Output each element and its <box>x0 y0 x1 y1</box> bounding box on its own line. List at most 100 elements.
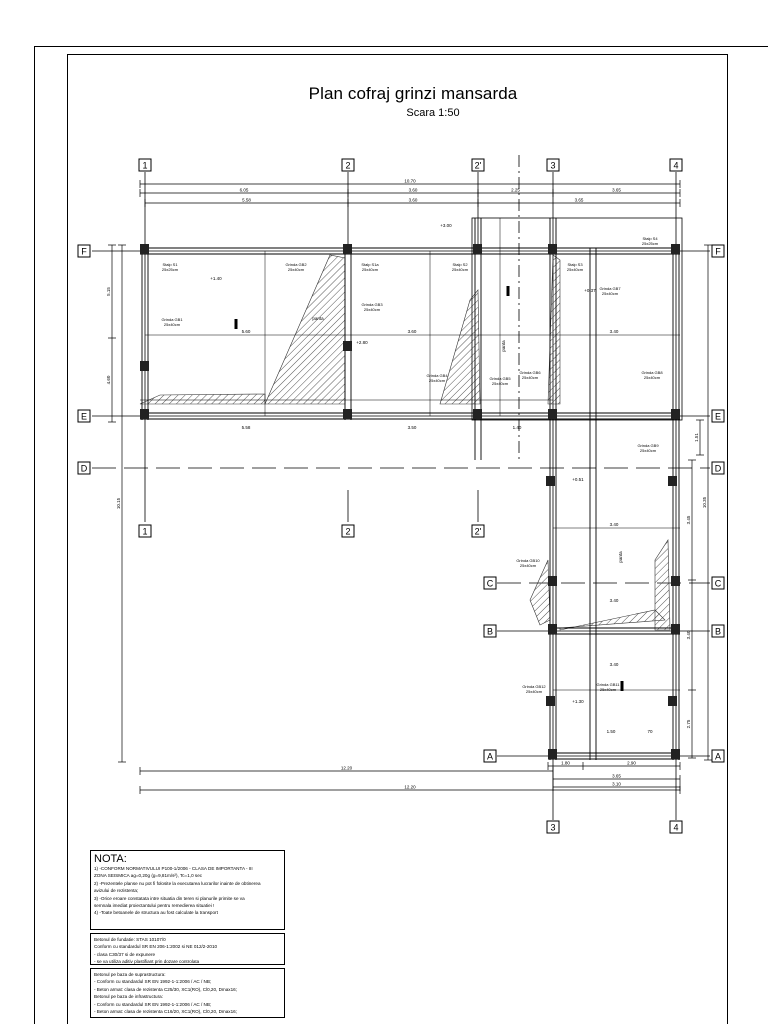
column-18 <box>546 696 555 706</box>
column-13 <box>671 624 680 634</box>
dim-bottom-b-label-0: 12.20 <box>404 785 416 790</box>
axis-mid-1: 2 <box>345 527 350 537</box>
note-line-1: ZONA SEISMICA ag=0,20g (g=9,81m/s²), Tc=… <box>94 872 281 879</box>
dim-right-lower-label-0: 10.35 <box>702 496 707 508</box>
box3-line-0: Betonul pe baza de suprastructura: <box>94 971 281 978</box>
dim-row2-label-1: 3.60 <box>409 198 418 203</box>
hatch-zone-6 <box>530 560 550 625</box>
beam-label-9-1: 25x40cm <box>520 563 537 568</box>
column-2 <box>473 244 482 254</box>
row-leftb-A: A <box>487 752 493 762</box>
e-dim-label-2: 1.40 <box>513 425 522 430</box>
column-12 <box>548 624 557 634</box>
box2-line-1: Conform cu standardul SR EN 206-1:2002 s… <box>94 943 281 950</box>
dim-row1-label-2: 2.25 <box>511 188 520 193</box>
row-right-B: B <box>715 627 721 637</box>
row-leftb-F: F <box>81 247 87 257</box>
column-10 <box>548 576 557 586</box>
row-leftb-B: B <box>487 627 493 637</box>
axis-mid-2: 2' <box>475 527 482 537</box>
axis-top-0: 1 <box>142 161 147 171</box>
opening-label-0: 1.50 <box>607 729 616 734</box>
column-20 <box>343 341 352 351</box>
axis-top-1: 2 <box>345 161 350 171</box>
column-5 <box>140 409 149 419</box>
hatch-zone-1 <box>440 290 480 404</box>
dim-left-upper-label-1: 4.60 <box>106 375 111 384</box>
beam-label-4-1: 25x40cm <box>492 381 509 386</box>
dim-bottom-a-label-0: 12.20 <box>341 766 353 771</box>
box3-lines: Betonul pe baza de suprastructura: - Con… <box>94 971 281 1015</box>
beam-label-6-1: 25x40cm <box>602 291 619 296</box>
column-9 <box>671 409 680 419</box>
slope-hatching <box>140 255 670 630</box>
span-label-3: 3.40 <box>610 522 619 527</box>
box2-line-3: - se va utiliza aditiv plastifiant prin … <box>94 958 281 965</box>
column-14 <box>548 749 557 759</box>
column-19 <box>668 696 677 706</box>
note-line-4: 3) -Orice eroare constatata intre situat… <box>94 895 281 902</box>
note-line-5: semnala imediat proiectantului pentru re… <box>94 902 281 909</box>
beam-label-1-1: 25x40cm <box>288 267 305 272</box>
dim-bottom-right-label-1: 2.90 <box>627 761 636 766</box>
column-label-2-1: 25x40cm <box>452 267 469 272</box>
level-mark-3: +0.37 <box>584 288 596 293</box>
dim-left-lower-label-0: 10.15 <box>116 497 121 509</box>
beam-label-5-1: 25x40cm <box>522 375 539 380</box>
axis-top-2: 2' <box>475 161 482 171</box>
notes-box: NOTA: 1) -CONFORM NORMATIVULUI P100-1/20… <box>90 850 285 930</box>
column-label-1-1: 25x40cm <box>362 267 379 272</box>
column-16 <box>546 476 555 486</box>
column-label-3-1: 25x40cm <box>567 267 584 272</box>
dim-row2-label-0: 5.58 <box>242 198 251 203</box>
beam-label-11-1: 25x40cm <box>526 689 543 694</box>
note-line-0: 1) -CONFORM NORMATIVULUI P100-1/2006 - C… <box>94 865 281 872</box>
dim-overall-label-0: 10.70 <box>404 179 416 184</box>
box2-line-0: Betonul de fundatie: STAS 10107/0 <box>94 936 281 943</box>
level-mark-2: +2.80 <box>356 340 368 345</box>
axis-bottom-0: 3 <box>550 823 555 833</box>
level-mark-4: +0.51 <box>572 477 584 482</box>
column-7 <box>473 409 482 419</box>
beam-label-10-1: 25x40cm <box>600 687 617 692</box>
box3-line-3: Betonul pe baza de infrastructura: <box>94 993 281 1000</box>
concrete-structure-box: Betonul pe baza de suprastructura: - Con… <box>90 968 285 1018</box>
drawing-scale: Scara 1:50 <box>0 107 768 119</box>
box3-line-1: - Conform cu standardul SR EN 1992-1-1:2… <box>94 978 281 985</box>
span-label-5: 3.40 <box>610 662 619 667</box>
direction-mark-0 <box>235 319 238 329</box>
column-8 <box>548 409 557 419</box>
hatch-zone-5 <box>655 540 670 630</box>
box2-line-2: - clasa C30/37 si de expunere <box>94 951 281 958</box>
level-mark-1: +3.00 <box>440 223 452 228</box>
dim-row2-label-2: 3.65 <box>575 198 584 203</box>
e-dim-label-0: 5.58 <box>242 425 251 430</box>
dim-bottom-right-label-0: 1.80 <box>561 761 570 766</box>
row-right-D: D <box>715 464 722 474</box>
axis-mid-0: 1 <box>142 527 147 537</box>
column-4 <box>671 244 680 254</box>
note-line-3: avizului de rezistenta; <box>94 887 281 894</box>
box3-line-4: - Conform cu standardul SR EN 1992-1-1:2… <box>94 1001 281 1008</box>
axis-top-3: 3 <box>550 161 555 171</box>
column-6 <box>343 409 352 419</box>
column-17 <box>668 476 677 486</box>
level-mark-5: +1.30 <box>572 699 584 704</box>
row-right-F: F <box>715 247 721 257</box>
dim-left-upper-label-0: 5.15 <box>106 287 111 296</box>
axis-top-4: 4 <box>673 161 678 171</box>
box3-line-2: - Beton armat: clasa de rezistenta C25/3… <box>94 986 281 993</box>
beam-label-0-1: 25x40cm <box>164 322 181 327</box>
dim-right-chain-label-0: 3.45 <box>686 515 691 524</box>
beam-label-7-1: 25x40cm <box>644 375 661 380</box>
notes-lines: 1) -CONFORM NORMATIVULUI P100-1/2006 - C… <box>94 865 281 917</box>
column-15 <box>671 749 680 759</box>
hatch-zone-3 <box>140 394 265 404</box>
beam-label-8-1: 25x40cm <box>640 448 657 453</box>
dim-row1-label-1: 3.60 <box>409 188 418 193</box>
dim-right-chain-label-1: 3.40 <box>686 630 691 639</box>
